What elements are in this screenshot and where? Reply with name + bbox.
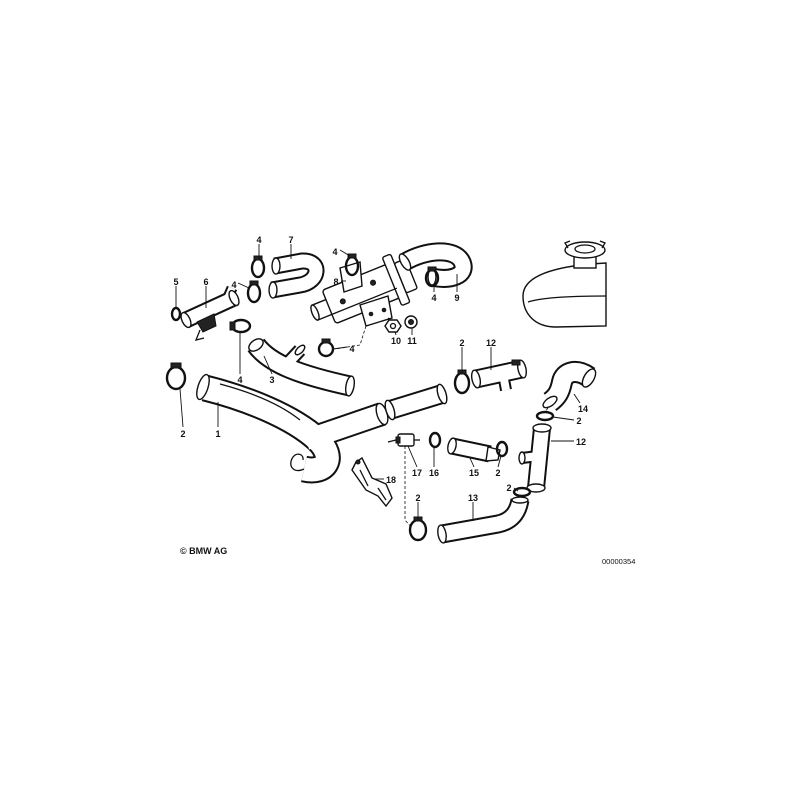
callout-16: 16 (429, 468, 439, 478)
callout-12: 12 (486, 338, 496, 348)
ring-2-b (495, 440, 509, 458)
callout-7: 7 (288, 235, 293, 245)
callout-4: 4 (256, 235, 261, 245)
part-10-nut (384, 319, 402, 333)
callout-8: 8 (333, 277, 338, 287)
callout-9: 9 (454, 293, 459, 303)
copyright-text: © BMW AG (180, 546, 227, 556)
part-5-sealing-ring (170, 306, 182, 322)
callout-5: 5 (173, 277, 178, 287)
ring-2-a (535, 410, 555, 422)
callout-2: 2 (415, 493, 420, 503)
clamp-4-b (344, 253, 360, 277)
callout-18: 18 (386, 475, 396, 485)
callout-3: 3 (269, 375, 274, 385)
part-12-t-piece-lower (518, 423, 552, 493)
callout-14: 14 (578, 404, 588, 414)
callout-2: 2 (180, 429, 185, 439)
clamp-4-d (229, 318, 252, 334)
clamp-4-f (424, 266, 440, 288)
part-14-elbow-hose (542, 361, 597, 411)
callout-2: 2 (459, 338, 464, 348)
callout-13: 13 (468, 493, 478, 503)
part-12-t-piece-upper (470, 359, 528, 392)
ring-2-c (512, 486, 532, 498)
part-15-hose-piece (447, 437, 501, 463)
callout-15: 15 (469, 468, 479, 478)
callout-2: 2 (495, 468, 500, 478)
callout-10: 10 (391, 336, 401, 346)
callout-1: 1 (215, 429, 220, 439)
part-1-main-hose (196, 373, 389, 484)
callout-4: 4 (431, 293, 436, 303)
part-9-hose (398, 242, 473, 288)
part-7-u-hose (268, 252, 325, 299)
part-16-sealing-ring (428, 431, 442, 449)
part-17-sensor (387, 433, 420, 447)
diagram-number: 00000354 (602, 557, 635, 566)
hose-section (384, 383, 448, 421)
clamp-2-b (453, 369, 471, 395)
expansion-tank (522, 240, 607, 328)
callout-4: 4 (231, 280, 236, 290)
clamp-4-c (246, 280, 262, 304)
leader-lines (175, 244, 581, 521)
callout-4: 4 (349, 344, 354, 354)
callout-4: 4 (237, 375, 242, 385)
callout-4: 4 (332, 247, 337, 257)
callout-2: 2 (576, 416, 581, 426)
part-13-hose (437, 496, 530, 544)
part-18-bracket (351, 456, 393, 508)
clamp-4-e (317, 338, 335, 358)
callout-12: 12 (576, 437, 586, 447)
part-3-hose (247, 338, 356, 397)
clamp-4-a (250, 255, 266, 279)
callout-11: 11 (407, 336, 417, 346)
clamp-2-a (165, 362, 187, 391)
callout-2: 2 (506, 483, 511, 493)
part-6-t-pipe (180, 285, 240, 341)
callout-6: 6 (203, 277, 208, 287)
part-11-washer (404, 315, 418, 329)
callout-labels: 4 7 4 5 6 4 8 4 9 10 11 4 4 3 2 12 2 1 1… (173, 235, 588, 503)
clamp-2-c (408, 516, 428, 542)
callout-17: 17 (412, 468, 422, 478)
